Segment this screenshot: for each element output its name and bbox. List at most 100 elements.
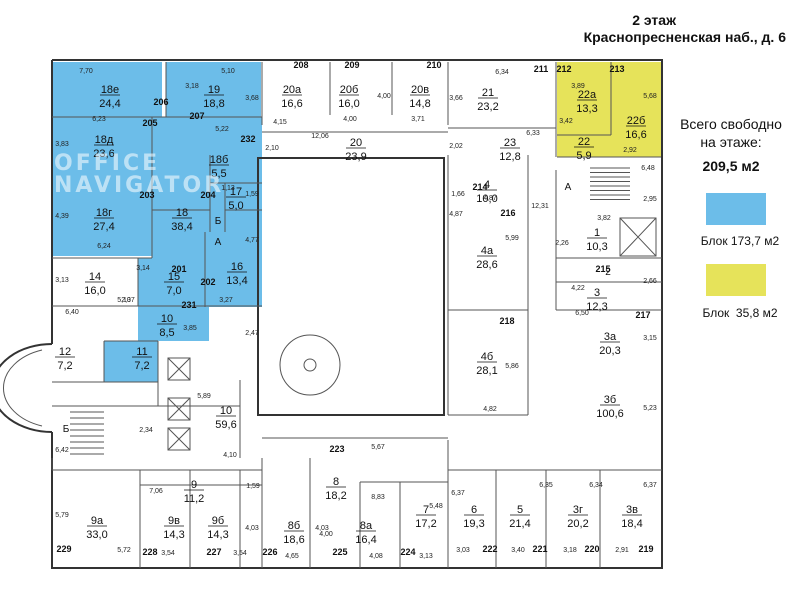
room-number: 9в [168,515,180,527]
dimension-label: 6,50 [575,310,589,317]
room-code: 213 [609,64,624,74]
blue-zone [138,306,209,341]
dimension-label: 7,70 [79,68,93,75]
room-code: 206 [153,97,168,107]
plan-mark: А [565,182,572,193]
dimension-label: 6,48 [641,165,655,172]
dimension-label: 3,89 [571,83,585,90]
dimension-label: 3,03 [456,547,470,554]
room-code: 225 [332,547,347,557]
room-code: 203 [139,190,154,200]
dimension-label: 3,18 [563,547,577,554]
dimension-label: 2,47 [245,330,259,337]
room-area: 7,2 [134,360,149,372]
room-area: 7,0 [166,285,181,297]
dimension-label: 4,82 [483,406,497,413]
room-code: 217 [635,310,650,320]
room-area: 28,1 [476,365,497,377]
dimension-label: 3,54 [161,550,175,557]
room-area: 5,9 [576,150,591,162]
room-number: 3в [626,504,638,516]
room-number: 18е [101,84,119,96]
room-number: 9б [212,515,224,527]
room-number: 3 [594,287,600,299]
dimension-label: 3,66 [449,95,463,102]
dimension-label: 5,89 [197,393,211,400]
dimension-label: 4,00 [343,116,357,123]
room-code: 229 [56,544,71,554]
dimension-label: 2,95 [643,196,657,203]
blue-zone [104,341,158,382]
room-area: 38,4 [171,221,192,233]
room-code: 223 [329,444,344,454]
dimension-label: 6,42 [55,447,69,454]
room-code: 226 [262,547,277,557]
dimension-label: 6,33 [526,130,540,137]
room-area: 33,0 [86,529,107,541]
room-number: 11 [136,346,147,358]
elevator-shaft [167,427,191,451]
room-code: 232 [240,134,255,144]
dimension-label: 3,85 [183,325,197,332]
dimension-label: 5,10 [117,297,131,304]
room-number: 8а [360,520,373,532]
dimension-label: 3,68 [245,95,259,102]
room-area: 21,4 [509,518,530,530]
dimension-label: 6,23 [92,116,106,123]
room-area: 16,0 [338,98,359,110]
room-number: 20б [340,84,359,96]
room-number: 16 [231,261,243,273]
dimension-label: 2,10 [265,145,279,152]
room-number: 18д [95,134,114,146]
dimension-label: 5,10 [221,68,235,75]
dimension-label: 4,03 [245,525,259,532]
room-area: 10,3 [586,241,607,253]
room-code: 219 [638,544,653,554]
dimension-label: 2,37 [121,297,135,304]
room-number: 14 [89,271,101,283]
room-area: 19,3 [463,518,484,530]
room-number: 5 [517,504,523,516]
atrium [257,157,445,416]
room-number: 3г [573,504,583,516]
room-number: 20а [283,84,302,96]
building-address: Краснопресненская наб., д. 6 [583,29,786,45]
room-area: 20,2 [567,518,588,530]
room-area: 16,6 [625,129,646,141]
room-area: 8,5 [159,327,174,339]
free-area-summary: Всего свободно на этаже: 209,5 м2 [672,115,790,175]
room-number: 18г [96,207,112,219]
room-area: 14,8 [409,98,430,110]
room-number: 3б [604,394,616,406]
room-code: 209 [344,60,359,70]
room-code: 210 [426,60,441,70]
dimension-label: 2,02 [449,143,463,150]
dimension-label: 6,40 [65,309,79,316]
bay-window-outer [3,349,43,427]
room-area: 18,2 [325,490,346,502]
room-code: 207 [189,111,204,121]
floor-title: 2 этаж [632,12,676,28]
dimension-label: 2,34 [139,427,153,434]
dimension-label: 5,72 [117,547,131,554]
dimension-label: 3,15 [643,335,657,342]
dimension-label: 3,54 [233,550,247,557]
room-number: 23 [504,137,516,149]
dimension-label: 3,18 [185,83,199,90]
room-code: 208 [293,60,308,70]
dimension-label: 4,03 [315,525,329,532]
dimension-label: 2,66 [643,278,657,285]
room-code: 214 [472,182,487,192]
room-area: 10,0 [476,193,497,205]
room-area: 14,3 [163,529,184,541]
bay-window [0,343,53,433]
plan-mark: Б [215,216,222,227]
room-code: 204 [200,190,215,200]
elevator-cross [167,357,191,381]
dimension-label: 8,83 [371,494,385,501]
room-area: 28,6 [476,259,497,271]
dimension-label: 5,79 [55,512,69,519]
room-code: 218 [499,316,514,326]
dimension-label: 4,87 [483,195,497,202]
legend-swatch-blue [706,193,766,225]
